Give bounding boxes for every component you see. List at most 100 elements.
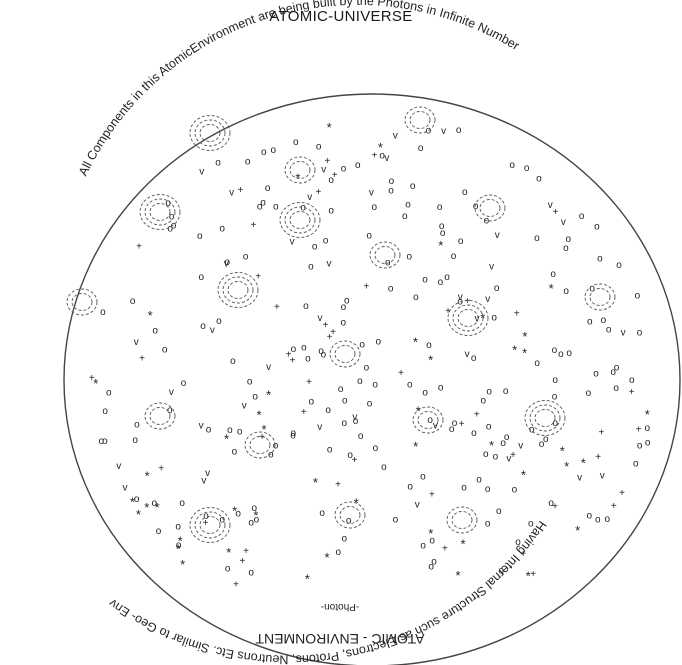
particle-mark: o [344,295,350,306]
particle-mark: o [273,440,279,451]
star-mark: * [413,335,418,350]
particle-mark: o [613,383,619,394]
particle-mark: o [303,301,309,312]
star-mark: * [521,468,526,483]
star-mark: * [460,537,465,552]
particle-mark: o [471,428,477,439]
star-mark: * [564,459,569,474]
particle-mark: o [134,420,140,431]
particle-mark: o [410,181,416,192]
particle-mark: o [552,392,558,403]
particle-mark: o [290,430,296,441]
atom-ring-cluster [67,289,97,315]
particle-mark: o [427,415,433,426]
cross-mark: + [335,479,341,490]
particle-mark: o [515,537,521,548]
star-mark: * [581,455,586,470]
particle-mark: o [312,242,318,253]
cross-mark: + [442,543,448,554]
particle-mark: o [529,425,535,436]
particle-mark: o [200,321,206,332]
particle-mark: o [498,565,504,576]
particle-mark: o [471,353,477,364]
cross-mark: + [398,368,404,379]
particle-mark: o [431,556,437,567]
particle-mark: o [271,145,277,156]
cross-mark: + [136,241,142,252]
star-mark: * [378,140,383,155]
cross-mark: + [520,549,526,560]
particle-mark: o [243,252,249,263]
particle-mark: o [367,399,373,410]
particle-mark: o [206,425,212,436]
particle-mark: o [512,485,518,496]
cross-mark: + [322,320,328,331]
vee-mark: v [384,153,389,164]
particle-mark: o [261,147,267,158]
cross-mark: + [203,518,209,529]
particle-mark: o [413,292,419,303]
particle-mark: o [402,211,408,222]
vee-mark: v [393,131,398,142]
particle-mark: o [594,222,600,233]
particle-mark: o [606,325,612,336]
particle-mark: o [407,482,413,493]
atom-ring-cluster [218,273,258,308]
star-mark: * [416,404,421,419]
particle-mark: o [305,354,311,365]
particle-mark: o [558,349,564,360]
particle-mark: o [420,541,426,552]
atom-ring-cluster [447,507,477,533]
particle-mark: o [353,416,359,427]
vee-mark: v [321,165,326,176]
particle-mark: o [346,516,352,527]
atom-ring-cluster [405,107,435,133]
star-mark: * [176,542,181,557]
particle-mark: o [248,518,254,529]
particle-mark: o [341,318,347,329]
cross-mark: + [306,377,312,388]
cross-mark: + [330,327,336,338]
particle-mark: o [552,345,558,356]
particle-mark: o [237,427,243,438]
particle-mark: o [595,514,601,525]
particle-mark: o [407,251,413,262]
particle-mark: o [534,233,540,244]
particle-mark: o [373,443,379,454]
cross-mark: + [611,501,617,512]
cross-mark: + [598,428,604,439]
star-mark: * [549,281,554,296]
particle-mark: o [102,406,108,417]
atom-ring-cluster [330,341,360,367]
cross-mark: + [474,409,480,420]
vee-mark: v [169,387,174,398]
particle-mark: o [199,272,205,283]
particle-mark: o [106,387,112,398]
particle-mark: o [458,236,464,247]
particle-mark: o [485,484,491,495]
particle-mark: o [293,137,299,148]
cross-mark: + [158,463,164,474]
vee-mark: v [290,236,295,247]
particle-mark: o [438,383,444,394]
vee-mark: v [317,422,322,433]
bottom-label: ATOMIC - ENVIRONMENT [255,631,424,647]
particle-mark: o [319,508,325,519]
particle-mark: o [552,375,558,386]
particle-mark: o [539,439,545,450]
particle-mark: o [328,205,334,216]
particle-mark: o [587,317,593,328]
vee-mark: v [229,188,234,199]
star-mark: * [266,388,271,403]
vee-mark: v [621,328,626,339]
star-mark: * [560,444,565,459]
particle-mark: o [462,187,468,198]
star-mark: * [144,500,149,515]
particle-mark: o [366,231,372,242]
particle-mark: o [629,375,635,386]
particle-mark: o [461,482,467,493]
particle-mark: o [215,157,221,168]
particle-mark: o [323,236,329,247]
vee-mark: v [123,483,128,494]
particle-mark: o [327,445,333,456]
